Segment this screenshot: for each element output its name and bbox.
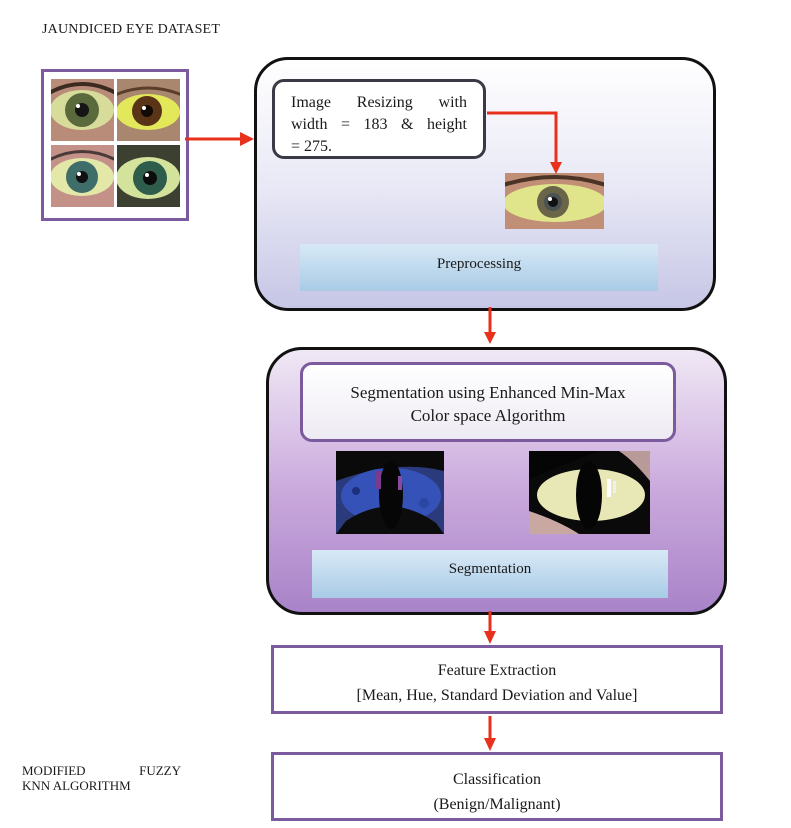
resize-word: =	[340, 116, 350, 133]
resize-word: width	[291, 116, 328, 133]
resize-word: 183	[363, 116, 388, 133]
resize-word: Image	[291, 94, 331, 111]
segmented-image-yellow	[529, 451, 650, 534]
eye-thumbnail-1	[51, 79, 114, 141]
classification-title: Classification	[453, 771, 541, 788]
algorithm-line-2: KNN ALGORITHM	[22, 778, 131, 793]
classification-box: Classification (Benign/Malignant)	[271, 752, 723, 821]
resize-word: height	[427, 116, 467, 133]
arrowhead-down	[484, 332, 496, 344]
eye-thumbnail-2	[117, 79, 180, 141]
image-resizing-box: Image Resizing with width = 183 & height…	[272, 79, 486, 159]
segmented-image-blue	[336, 451, 444, 534]
classification-subtitle: (Benign/Malignant)	[433, 796, 561, 813]
segmentation-title-line-1: Segmentation using Enhanced Min-Max	[350, 383, 626, 402]
segmentation-label: Segmentation	[312, 550, 668, 598]
feature-extraction-title: Feature Extraction	[437, 662, 557, 679]
feature-extraction-subtitle: [Mean, Hue, Standard Deviation and Value…	[356, 687, 638, 704]
algorithm-word: MODIFIED	[22, 763, 86, 778]
algorithm-word: FUZZY	[139, 763, 181, 778]
resize-line-3: = 275.	[291, 138, 333, 155]
segmentation-algorithm-box: Segmentation using Enhanced Min-Max Colo…	[300, 362, 676, 442]
feature-extraction-box: Feature Extraction [Mean, Hue, Standard …	[271, 645, 723, 714]
resized-eye-image	[505, 173, 604, 229]
resize-word: Resizing	[356, 94, 413, 111]
dataset-title: JAUNDICED EYE DATASET	[42, 22, 221, 37]
resize-word: &	[401, 116, 414, 133]
eye-thumbnail-4	[117, 145, 180, 207]
resize-word: with	[438, 94, 467, 111]
algorithm-label: MODIFIED FUZZY KNN ALGORITHM	[22, 763, 181, 793]
arrowhead-down	[484, 631, 496, 644]
arrowhead-right	[240, 132, 254, 146]
dataset-image-grid	[41, 69, 189, 221]
segmentation-title-line-2: Color space Algorithm	[410, 406, 566, 425]
arrowhead-down	[484, 738, 496, 751]
preprocessing-label: Preprocessing	[300, 244, 658, 291]
eye-thumbnail-3	[51, 145, 114, 207]
